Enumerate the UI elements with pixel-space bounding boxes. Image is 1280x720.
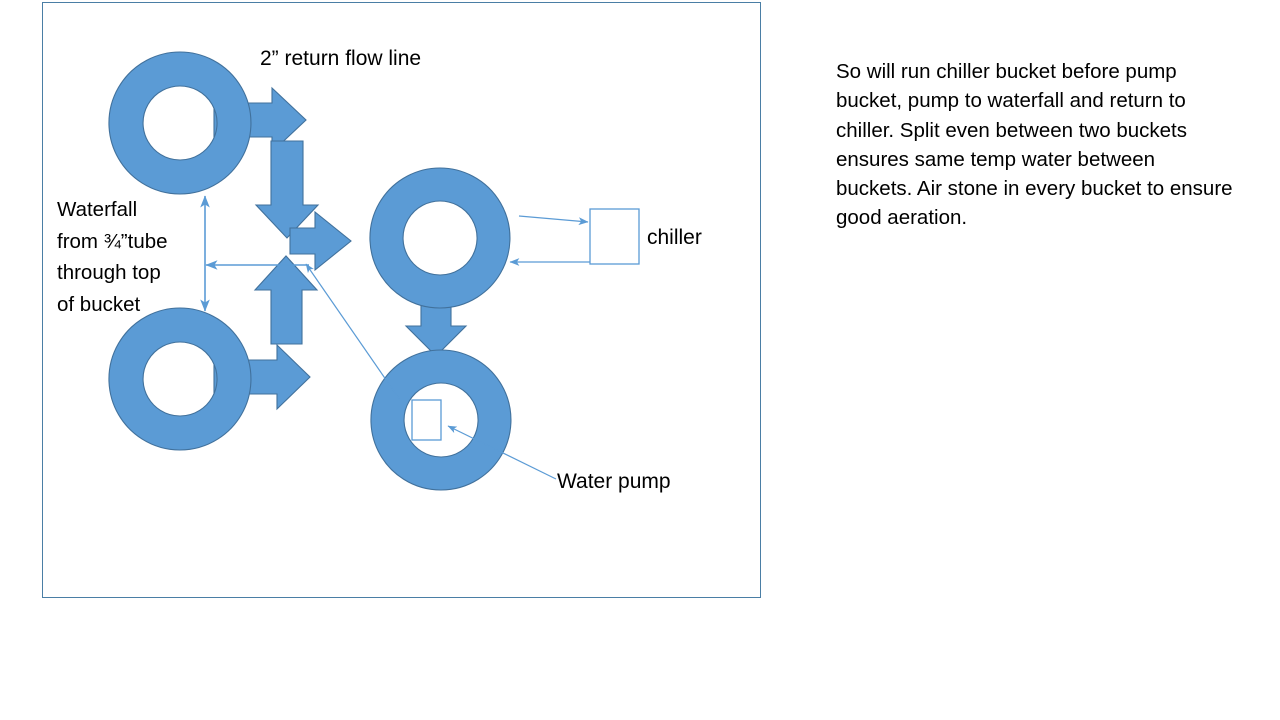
arrow-center-right [289, 210, 352, 272]
chiller-bucket [369, 167, 511, 309]
arrow-top-down [254, 140, 320, 239]
chiller-box [589, 208, 640, 265]
bottom-left-bucket [108, 307, 252, 451]
arrow-center-up [253, 255, 319, 345]
label-waterfall-description: Waterfall from ¾”tube through top of buc… [57, 198, 168, 316]
label-water-pump: Water pump [557, 470, 671, 493]
water-pump-leader-line [447, 425, 557, 480]
pump-bucket [370, 349, 512, 491]
label-chiller: chiller [647, 226, 702, 249]
diagram-frame [42, 2, 761, 598]
chiller-inflow-arrow [518, 215, 589, 226]
label-return-flow-line: 2” return flow line [260, 47, 422, 70]
notes-paragraph: So will run chiller bucket before pump b… [836, 60, 1239, 230]
water-pump-box [411, 399, 442, 441]
top-left-bucket [108, 51, 252, 195]
pump-to-return-arrow [305, 263, 401, 401]
